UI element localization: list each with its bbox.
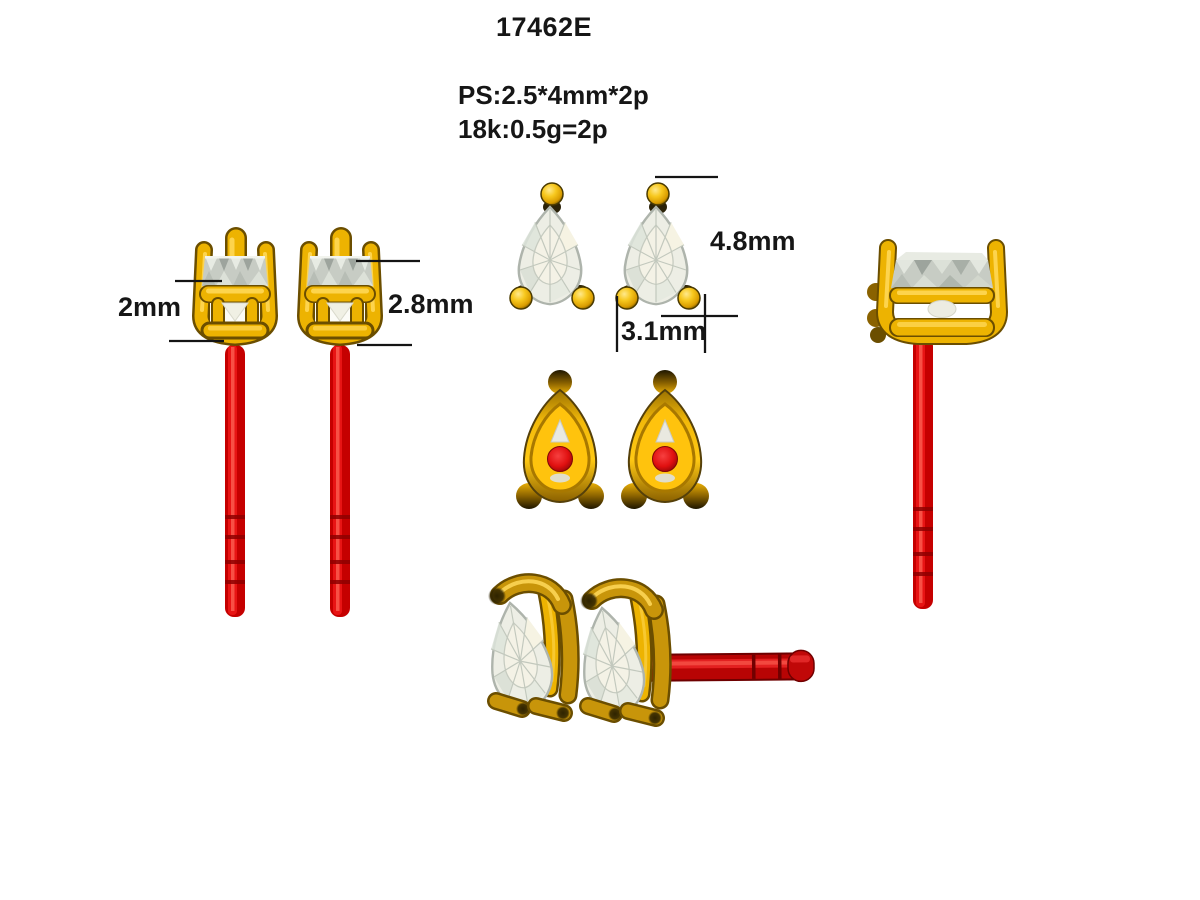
bottom-view-stud-right: [619, 368, 711, 511]
side-view-stud: [867, 248, 999, 609]
stone-spec: PS:2.5*4mm*2p: [458, 80, 649, 110]
perspective-view: [481, 581, 815, 725]
bottom-view-stud-left: [514, 368, 606, 511]
top-view-stud-right: [616, 183, 700, 309]
front-view-stud-left: [199, 238, 271, 617]
dimension-label-head-length: 4.8mm: [710, 226, 796, 256]
spec-block: PS:2.5*4mm*2p 18k:0.5g=2p: [458, 78, 649, 146]
model-number: 17462E: [495, 12, 593, 42]
top-view-stud-left: [510, 183, 594, 309]
dimension-label-girdle-to-base: 2mm: [118, 292, 182, 322]
dimension-label-head-height: 2.8mm: [388, 289, 474, 319]
dimension-lines: [169, 175, 738, 353]
perspective-stud-back: [481, 581, 570, 720]
metal-spec: 18k:0.5g=2p: [458, 114, 608, 144]
perspective-stud-front: [573, 586, 662, 725]
front-view-stud-right: [304, 238, 376, 617]
dimension-label-head-width: 3.1mm: [621, 316, 707, 346]
